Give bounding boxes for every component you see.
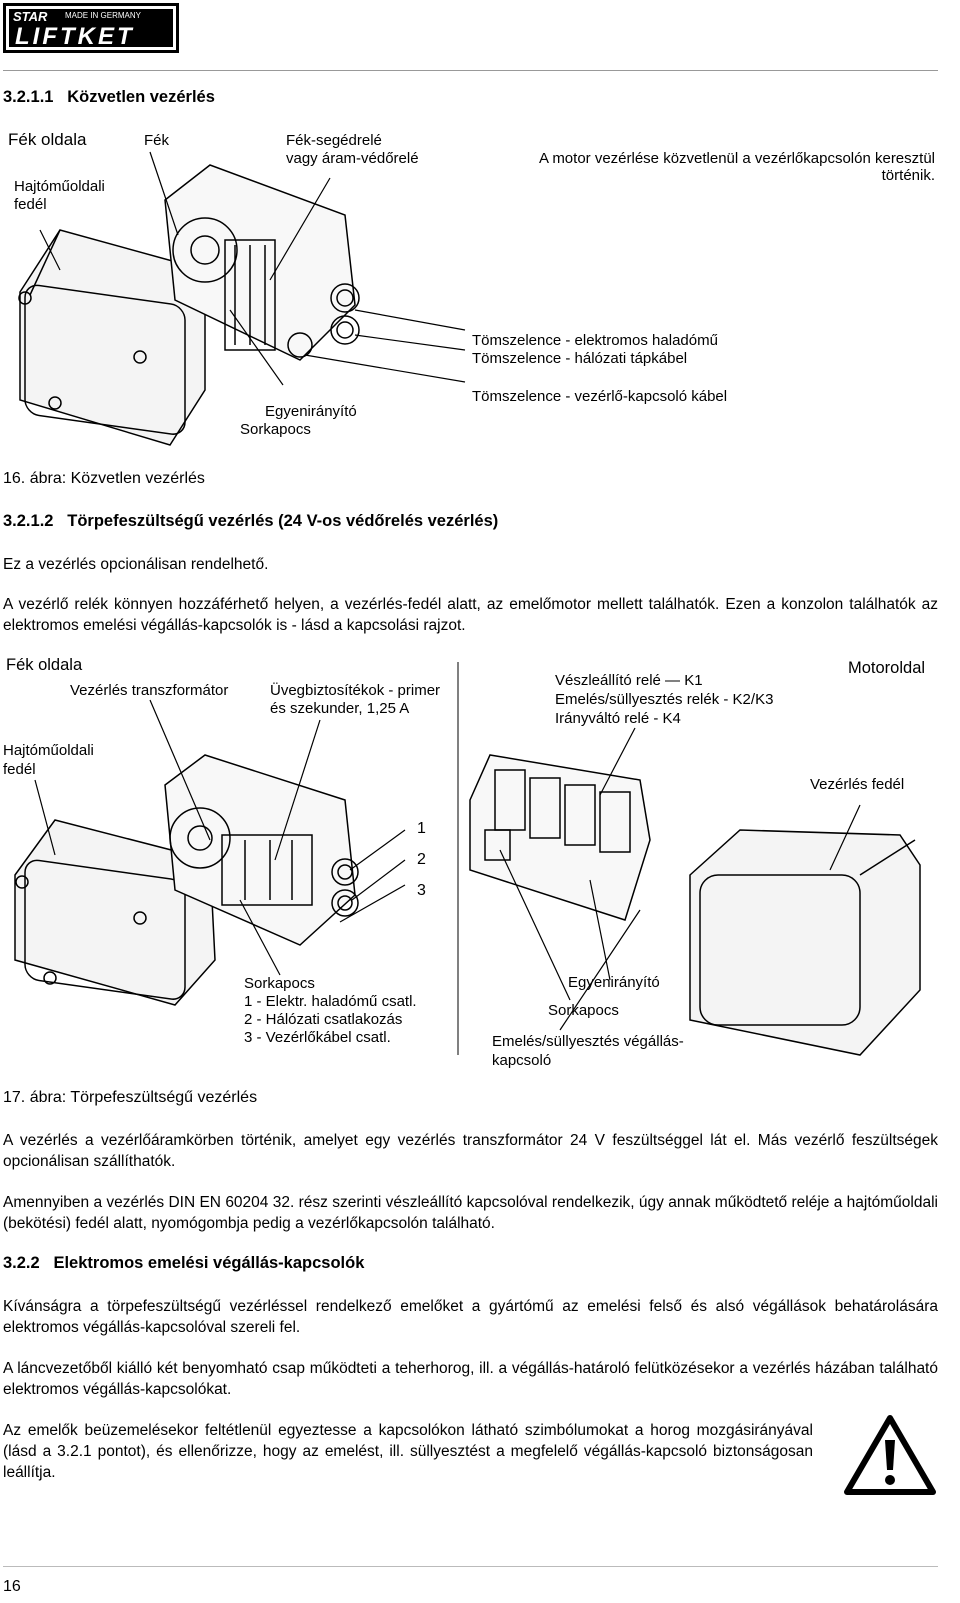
control-cover-drawing [689,829,921,1056]
paragraph: Amennyiben a vezérlés DIN EN 60204 32. r… [3,1194,938,1232]
label-vezerles-transzformator: Vezérlés transzformátor [70,682,229,699]
control-housing-drawing [164,754,359,946]
paragraph: Az emelők beüzemelésekor feltétlenül egy… [3,1422,813,1481]
label-fek-oldala: Fék oldala [6,656,83,674]
label-vezerles-fedel: Vezérlés fedél [810,776,905,793]
section-heading-3-2-1-2: 3.2.1.2 Törpefeszültségű vezérlés (24 V-… [3,512,498,531]
label-hajtomuoldali-2: fedél [3,761,36,778]
logo-brand: LIFTKET [15,23,135,50]
section-heading-3-2-2: 3.2.2 Elektromos emelési végállás-kapcso… [3,1254,364,1273]
logo-made-in: MADE IN GERMANY [65,11,142,20]
paragraph: A vezérlés a vezérlőáramkörben történik,… [3,1132,938,1170]
section-number: 3.2.1.2 [3,512,54,530]
header-rule [3,70,938,71]
footer-rule [3,1566,938,1567]
label-sorkapocs-item-3: 3 - Vezérlőkábel csatl. [244,1029,391,1046]
liftket-logo: STAR MADE IN GERMANY LIFTKET [3,3,179,53]
label-number-3: 3 [417,882,426,899]
label-egyeniranyito: Egyenirányító [265,403,357,420]
label-fek-segedrele-2: vagy áram-védőrelé [286,150,419,167]
figure-17-leaders [34,699,861,1031]
label-egyeniranyito: Egyenirányító [568,974,660,991]
paragraph: A láncvezetőből kiálló két benyomható cs… [3,1360,938,1398]
section-number: 3.2.2 [3,1254,40,1272]
label-fek: Fék [144,132,170,149]
label-sorkapocs: Sorkapocs [240,421,311,438]
label-sorkapocs-item-1: 1 - Elektr. haladómű csatl. [244,993,417,1010]
figure-16-drawing [18,151,466,446]
paragraph: Ez a vezérlés opcionálisan rendelhető. [3,556,269,573]
label-motor-1: A motor vezérlése közvetlenül a vezérlők… [538,150,935,167]
figure-17-caption: 17. ábra: Törpefeszültségű vezérlés [3,1089,258,1106]
label-hajtomuoldali-1: Hajtóműoldali [14,178,105,195]
label-hajtomuoldali-1: Hajtóműoldali [3,742,94,759]
logo-star: STAR [13,9,48,24]
label-uvegbiztositekok-1: Üvegbiztosítékok - primer [270,682,441,699]
label-uvegbiztositekok-2: és szekunder, 1,25 A [270,700,410,717]
relay-board-drawing [469,754,651,921]
figure-17-drawing [14,662,921,1056]
label-emeles-vegallas-2: kapcsoló [492,1052,552,1069]
label-motoroldal: Motoroldal [848,659,926,677]
label-tomszelence-2: Tömszelence - hálózati tápkábel [472,350,688,367]
section-heading-3-2-1-1: 3.2.1.1 Közvetlen vezérlés [3,88,215,107]
section-title: Törpefeszültségű vezérlés (24 V-os védőr… [67,512,499,530]
label-fek-segedrele-1: Fék-segédrelé [286,132,382,149]
label-number-2: 2 [417,851,426,868]
figure-16-caption: 16. ábra: Közvetlen vezérlés [3,470,205,487]
section-title: Elektromos emelési végállás-kapcsolók [53,1254,365,1272]
label-veszleallito-1: Vészleállító relé — K1 [555,672,703,689]
figure-16-leaders [39,151,466,386]
section-number: 3.2.1.1 [3,88,54,106]
label-sorkapocs: Sorkapocs [548,1002,619,1019]
paragraph: Kívánságra a törpefeszültségű vezérlésse… [3,1298,938,1336]
label-number-1: 1 [417,820,426,837]
label-hajtomuoldali-2: fedél [14,196,47,213]
label-tomszelence-1: Tömszelence - elektromos haladómű [472,332,718,349]
label-sorkapocs-item-2: 2 - Hálózati csatlakozás [244,1011,403,1028]
control-housing-drawing [164,164,360,361]
label-veszleallito-2: Emelés/süllyesztés relék - K2/K3 [555,691,774,708]
label-veszleallito-3: Irányváltó relé - K4 [555,710,681,727]
label-tomszelence-3: Tömszelence - vezérlő-kapcsoló kábel [472,388,728,405]
label-fek-oldala: Fék oldala [8,130,87,149]
gear-side-cover-drawing [14,819,216,1006]
label-emeles-vegallas-1: Emelés/süllyesztés végállás- [492,1033,684,1050]
section-title: Közvetlen vezérlés [67,88,215,106]
label-motor-2: történik. [881,167,935,184]
label-sorkapocs-title: Sorkapocs [244,975,315,992]
paragraph: A vezérlő relék könnyen hozzáférhető hel… [3,596,938,634]
page-number: 16 [3,1578,21,1595]
warning-icon [844,1415,936,1495]
gear-side-cover-drawing [18,229,206,446]
